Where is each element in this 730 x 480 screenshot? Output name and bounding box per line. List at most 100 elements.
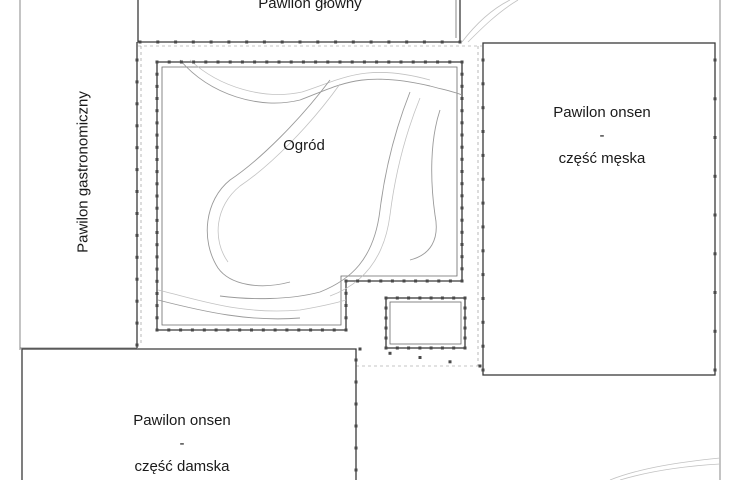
post: [384, 316, 388, 320]
post: [155, 231, 159, 234]
post: [334, 40, 338, 44]
post: [354, 380, 358, 384]
post: [362, 60, 366, 64]
post: [179, 60, 183, 64]
post: [135, 80, 139, 84]
post: [344, 304, 348, 307]
post: [301, 60, 305, 64]
post: [379, 279, 383, 283]
post: [713, 136, 717, 139]
gastro-pavilion-walls: [20, 42, 138, 349]
post: [460, 267, 464, 271]
post: [405, 40, 409, 44]
post: [440, 346, 444, 350]
post: [358, 347, 362, 351]
post: [460, 121, 464, 125]
post: [155, 84, 159, 88]
post: [155, 194, 159, 198]
post: [422, 40, 426, 44]
post: [481, 153, 485, 157]
post: [135, 255, 139, 259]
post: [460, 243, 464, 246]
onsen-men-line1: Pawilon onsen: [553, 104, 651, 121]
post: [320, 328, 324, 332]
post: [155, 292, 159, 295]
post: [418, 346, 422, 350]
post: [388, 351, 392, 355]
gastro-pavilion-text: Pawilon gastronomiczny: [74, 91, 92, 253]
post: [135, 233, 139, 237]
post: [437, 279, 441, 283]
post: [414, 279, 418, 283]
post: [155, 72, 159, 76]
post: [448, 279, 452, 283]
post: [452, 296, 456, 300]
post: [460, 194, 464, 198]
post: [309, 328, 313, 332]
onsen-men-label: Pawilon onsen - część męska: [522, 101, 682, 170]
post: [713, 213, 717, 217]
post: [155, 121, 159, 125]
post: [277, 60, 281, 64]
post: [155, 316, 159, 320]
post: [460, 157, 464, 161]
post: [155, 243, 159, 247]
post: [458, 40, 462, 44]
post: [135, 299, 139, 303]
post: [356, 279, 360, 283]
post: [155, 267, 159, 271]
onsen-women-line2: -: [179, 435, 185, 452]
post: [460, 170, 464, 173]
post: [369, 40, 373, 44]
post: [214, 328, 218, 332]
post: [481, 106, 485, 110]
post: [460, 109, 464, 113]
post: [440, 296, 444, 300]
post: [384, 336, 388, 340]
post: [135, 124, 139, 128]
gastro-pavilion-label: Pawilon gastronomiczny: [72, 91, 95, 253]
main-pavilion-label: Pawilon główny: [220, 0, 400, 15]
post: [135, 58, 139, 62]
post: [375, 60, 379, 64]
post: [481, 58, 485, 62]
post: [418, 296, 422, 300]
post: [332, 328, 336, 332]
post: [285, 328, 289, 332]
post: [481, 344, 485, 348]
post: [423, 60, 427, 64]
garden-text: Ogród: [283, 137, 325, 154]
post: [135, 321, 139, 325]
post: [463, 316, 467, 320]
onsen-women-walls: [21, 348, 357, 480]
post: [155, 158, 159, 161]
post: [155, 60, 159, 64]
post: [228, 60, 232, 64]
post: [460, 206, 464, 210]
post: [460, 72, 464, 76]
post: [460, 218, 464, 222]
onsen-men-line2: -: [599, 127, 605, 144]
post: [227, 40, 231, 44]
post: [179, 328, 183, 332]
post: [460, 279, 464, 283]
post: [395, 296, 399, 300]
post: [190, 328, 194, 332]
outer-paths: [461, 0, 721, 480]
post: [481, 82, 485, 86]
post: [460, 182, 464, 186]
post: [174, 40, 178, 44]
post: [387, 60, 391, 64]
post: [713, 97, 717, 101]
post: [460, 97, 464, 100]
post: [713, 329, 717, 333]
post: [344, 316, 348, 320]
post: [265, 60, 269, 64]
post: [192, 60, 196, 64]
post: [135, 277, 139, 281]
post: [463, 296, 467, 300]
post: [436, 60, 440, 64]
onsen-men-walls: [482, 0, 721, 480]
post: [713, 291, 717, 294]
